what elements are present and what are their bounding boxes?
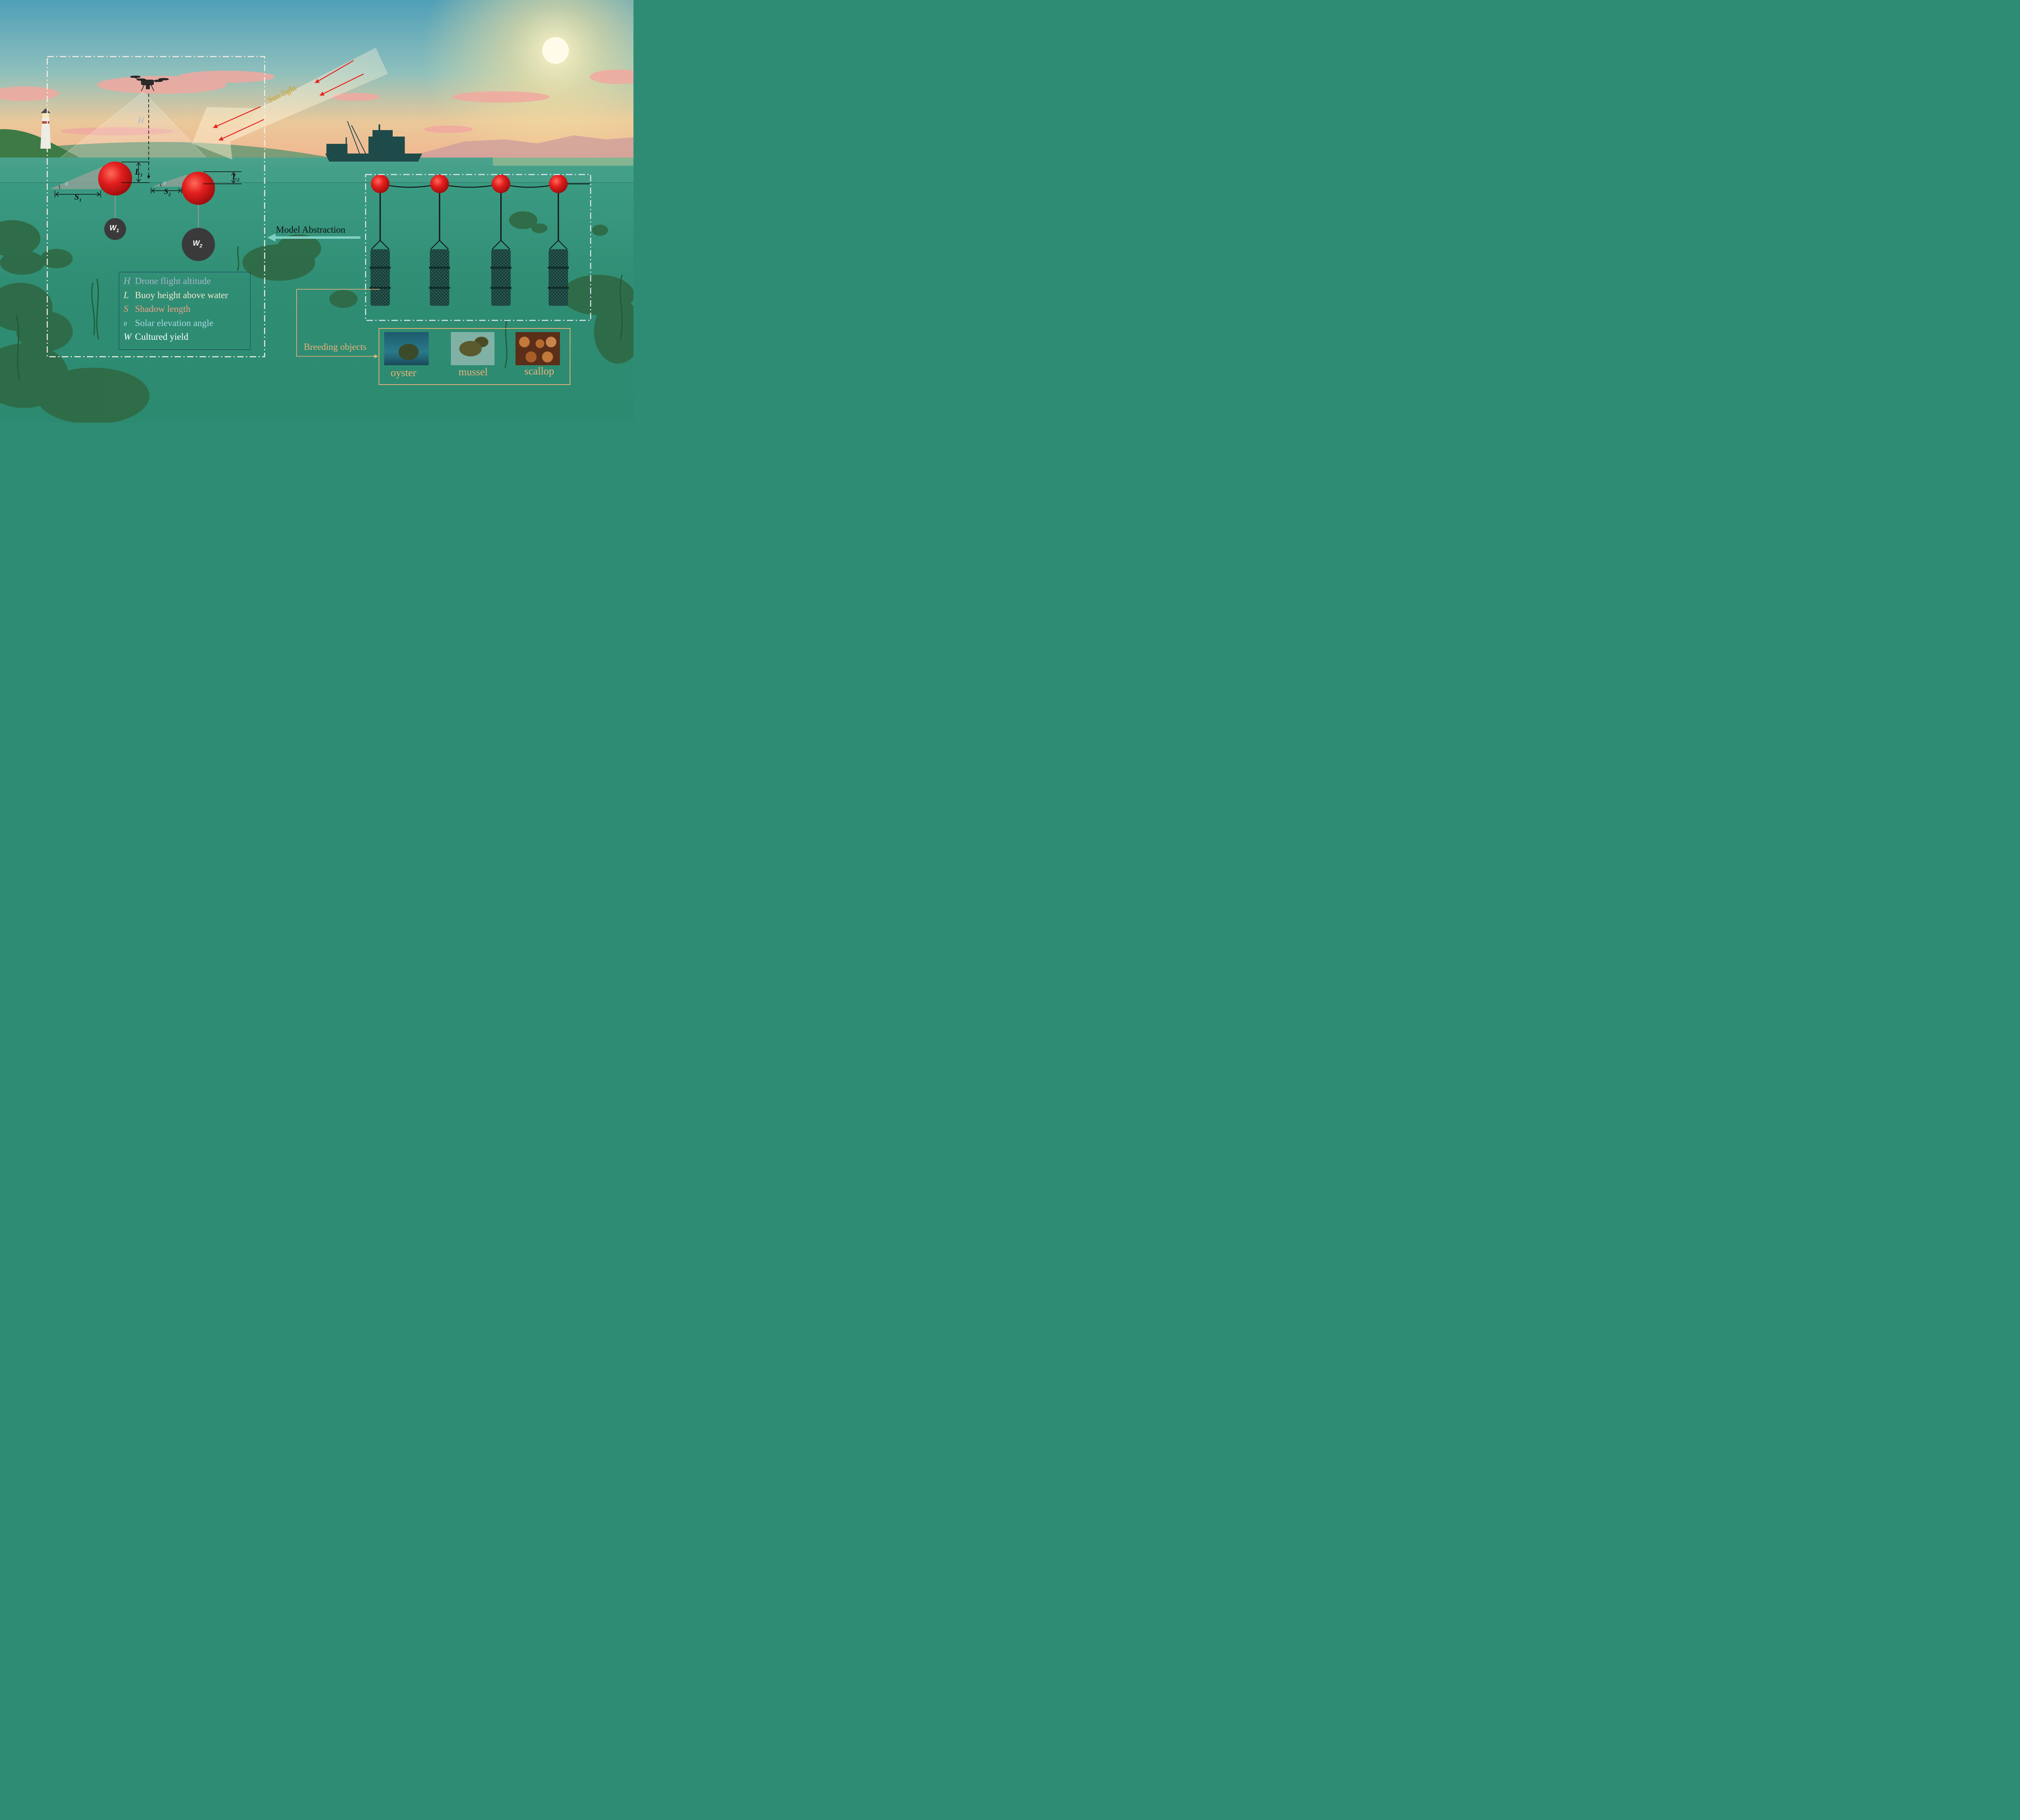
- scallop-photo: [516, 332, 560, 365]
- weight-2: [182, 228, 215, 261]
- scallop-label: scallop: [524, 365, 554, 377]
- s1-label: S1: [74, 192, 82, 203]
- weight-1: [104, 218, 126, 240]
- mussel-label: mussel: [459, 366, 488, 378]
- culture-units: [370, 175, 569, 306]
- sun-light-arrows: [213, 60, 364, 141]
- left-model-frame: [46, 56, 265, 358]
- clouds: [0, 69, 633, 135]
- s1-measurement: [55, 191, 101, 198]
- shadow-1: [49, 166, 103, 189]
- breeding-objects-label: Breeding objects: [304, 342, 367, 352]
- model-abstraction-arrow: [267, 234, 360, 242]
- theta-1-label: θ: [65, 181, 68, 187]
- lighthouse: [40, 108, 51, 149]
- headland: [0, 129, 81, 158]
- mussel-photo: [451, 332, 494, 365]
- s2-measurement: [151, 188, 182, 194]
- scene-illustration: [0, 0, 633, 423]
- l1-measurement: [121, 162, 149, 183]
- aquaculture-diagram: Sun light H L1 L2 S1 S2 θ θ W1 W2 Model …: [0, 0, 633, 423]
- buoy-2: [182, 172, 215, 205]
- sun-light-beam: [192, 48, 388, 160]
- drone: [130, 76, 169, 91]
- h-label: H: [138, 116, 144, 125]
- l2-label: L2: [232, 173, 240, 183]
- longline-rope: [380, 183, 590, 188]
- oyster-photo: [384, 332, 429, 365]
- model-abstraction-label: Model Abstraction: [276, 225, 345, 235]
- drone-fov: [60, 92, 206, 158]
- w1-label: W1: [109, 224, 119, 234]
- seaweed: [15, 246, 623, 380]
- breeding-callout-line: [296, 289, 378, 358]
- fishing-boat: [325, 121, 422, 162]
- breeding-objects-box: [379, 328, 570, 385]
- sun: [542, 37, 569, 64]
- buoy-1: [98, 162, 132, 196]
- w2-label: W2: [193, 239, 202, 249]
- s2-label: S2: [164, 187, 171, 197]
- right-culture-frame: [365, 174, 591, 321]
- oyster-label: oyster: [391, 367, 417, 379]
- theta-2-label: θ: [163, 180, 166, 186]
- l1-label: L1: [135, 167, 143, 178]
- l2-measurement: [203, 171, 242, 184]
